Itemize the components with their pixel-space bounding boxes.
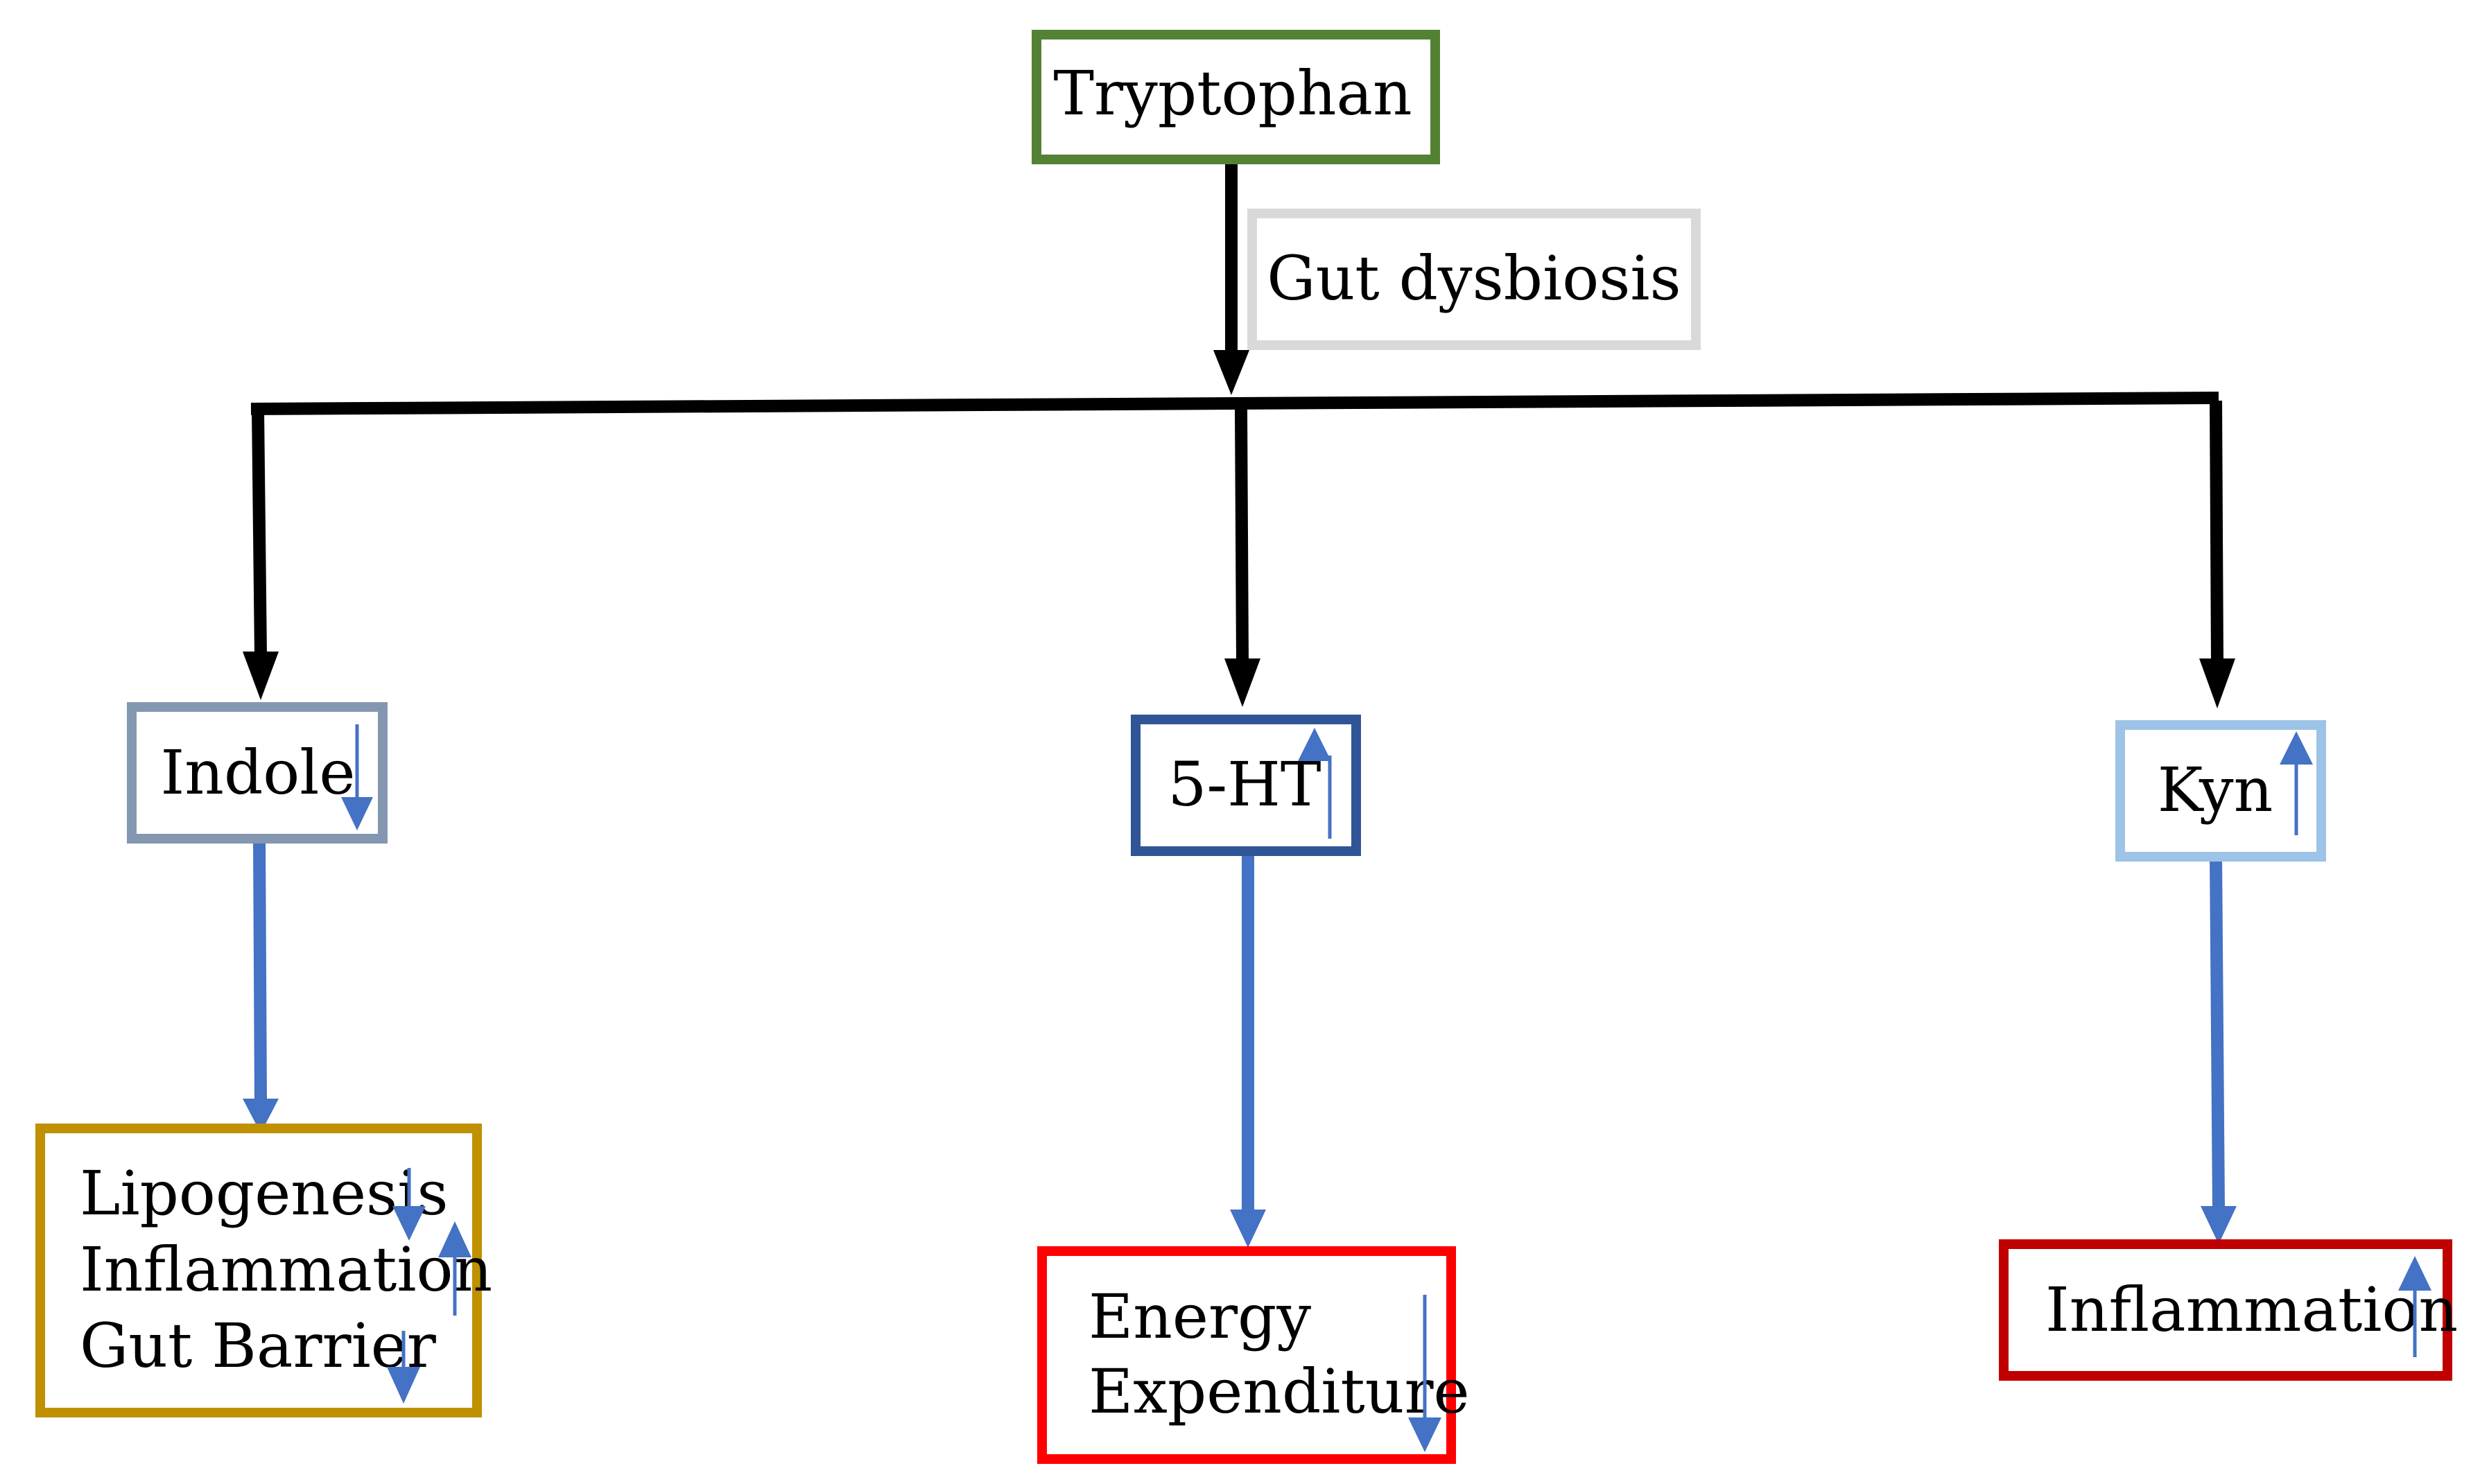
branch-to-kyn-line — [2210, 400, 2223, 663]
branch-to-indole-line — [252, 408, 267, 656]
gut-dysbiosis-box — [1247, 209, 1701, 350]
gut-barrier-decrease-arrow-icon — [387, 1331, 420, 1404]
energy-label: Energy — [1089, 1281, 1311, 1352]
indole-to-effects-line — [253, 838, 267, 1103]
indole-box — [127, 702, 388, 844]
kyn-node: Kyn — [2115, 720, 2326, 862]
5ht-to-effects-arrowhead — [1230, 1210, 1266, 1248]
serotonin-effects-box — [1037, 1246, 1456, 1464]
indole-decrease-arrow-icon — [341, 724, 373, 830]
serotonin-label: 5-HT — [1168, 749, 1321, 820]
tryptophan-node: Tryptophan — [1032, 30, 1440, 164]
gut-dysbiosis-label: Gut dysbiosis — [1267, 243, 1681, 314]
kyn-inflammation-label: Inflammation — [2045, 1274, 2458, 1345]
effect-connectors — [243, 838, 2237, 1248]
kyn-to-effects-line — [2210, 856, 2225, 1210]
branch-horizontal-line — [250, 392, 2219, 415]
kyn-increase-arrow-icon — [2280, 731, 2313, 835]
tryptophan-box — [1032, 30, 1440, 164]
branch-to-5ht-line — [1235, 408, 1249, 663]
indole-label: Indole — [161, 737, 356, 808]
kyn-effects-node: Inflammation — [1999, 1239, 2458, 1381]
kyn-inflammation-increase-arrow-icon — [2398, 1256, 2431, 1357]
main-flow-connectors — [243, 156, 2235, 708]
branch-to-5ht-arrowhead — [1224, 658, 1260, 707]
indole-node: Indole — [127, 702, 388, 844]
gut-dysbiosis-node: Gut dysbiosis — [1247, 209, 1701, 350]
inflammation-label: Inflammation — [80, 1234, 492, 1305]
kyn-to-effects-arrowhead — [2201, 1206, 2237, 1244]
serotonin-node: 5-HT — [1131, 715, 1361, 856]
branch-to-kyn-arrowhead — [2199, 658, 2235, 708]
kyn-box — [2115, 720, 2326, 862]
lipogenesis-label: Lipogenesis — [80, 1158, 449, 1229]
expenditure-label: Expenditure — [1089, 1356, 1470, 1427]
serotonin-effects-node: Energy Expenditure — [1037, 1246, 1470, 1464]
inflammation-increase-arrow-icon — [438, 1221, 471, 1316]
indole-to-effects-arrowhead — [243, 1099, 279, 1133]
serotonin-increase-arrow-icon — [1298, 728, 1332, 839]
indole-effects-node: Lipogenesis Inflammation Gut Barrier — [35, 1124, 492, 1417]
kyn-label: Kyn — [2158, 754, 2273, 826]
energy-expenditure-decrease-arrow-icon — [1408, 1295, 1441, 1452]
gut-barrier-label: Gut Barrier — [80, 1310, 437, 1381]
lipogenesis-decrease-arrow-icon — [392, 1168, 426, 1241]
kyn-effects-box — [1999, 1239, 2452, 1381]
tryptophan-label: Tryptophan — [1053, 58, 1412, 129]
branch-to-indole-arrowhead — [243, 652, 279, 700]
tryptophan-down-arrowhead — [1213, 350, 1249, 395]
